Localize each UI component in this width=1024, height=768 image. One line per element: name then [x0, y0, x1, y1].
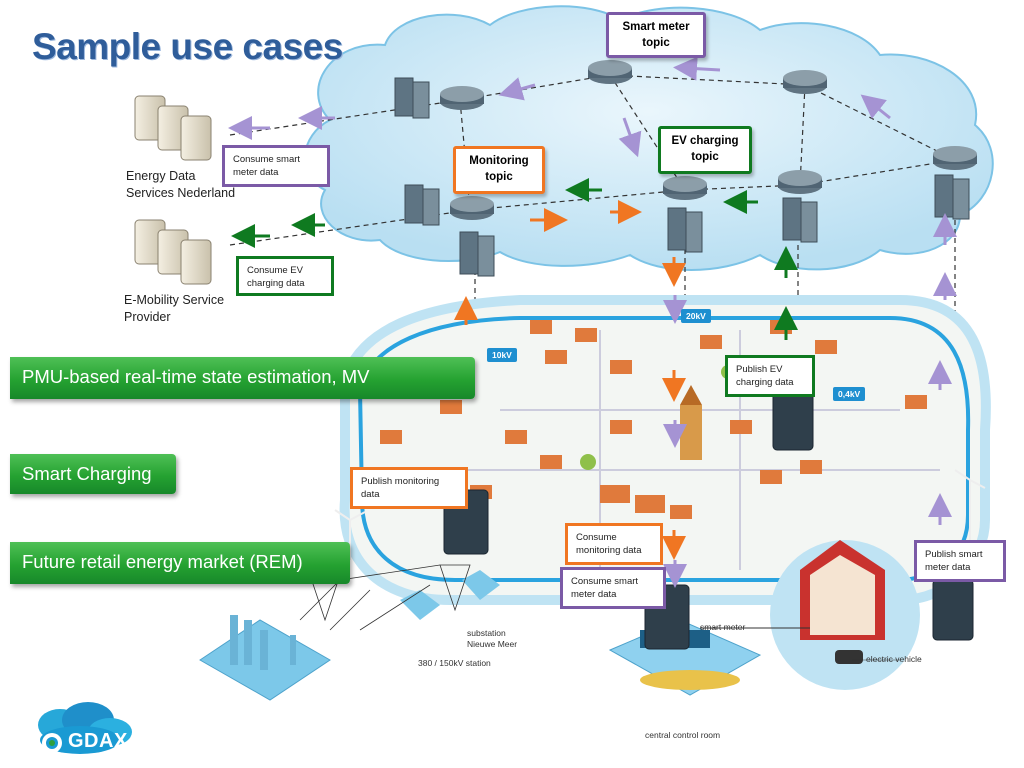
- router-nodes: [440, 60, 977, 220]
- voltage-tag-10kv: 10kV: [487, 348, 517, 362]
- use-case-future-retail-market: Future retail energy market (REM): [10, 542, 350, 584]
- consume-smart-meter-box-bottom: Consume smart meter data: [560, 567, 666, 609]
- emobility-servers: [134, 219, 212, 285]
- consume-smart-meter-top-line2: meter data: [233, 167, 279, 178]
- electric-vehicle-label: electric vehicle: [866, 654, 922, 664]
- gdax-logo: GDAX: [30, 700, 140, 760]
- ev-charging-topic-line1: EV charging: [671, 135, 739, 147]
- monitoring-flow-arrows: [454, 200, 686, 560]
- gdax-logo-graphic: [38, 702, 132, 754]
- control-room-label: central control room: [645, 730, 721, 740]
- publish-smart-meter-box: Publish smart meter data: [914, 540, 1006, 582]
- consume-ev-charging-line1: Consume EV: [247, 265, 303, 276]
- smart-meter-topic-line1: Smart meter: [622, 21, 690, 33]
- consume-smart-meter-bottom-line1: Consume smart: [571, 576, 639, 587]
- publish-smart-meter-line1: Publish smart: [925, 549, 983, 560]
- energy-data-label-line1: Energy Data: [126, 169, 196, 183]
- energy-data-label-line2: Services Nederland: [126, 186, 236, 200]
- consume-monitoring-box: Consume monitoring data: [565, 523, 663, 565]
- ev-charging-topic-line2: topic: [691, 151, 719, 163]
- publish-monitoring-line2: data: [361, 489, 380, 500]
- use-case-smart-charging: Smart Charging: [10, 454, 176, 494]
- ev-charging-flow-arrows: [231, 178, 798, 340]
- consume-ev-charging-box: Consume EV charging data: [236, 256, 334, 296]
- power-station-graphic: [199, 564, 500, 701]
- broker-racks: [394, 77, 970, 277]
- smart-meter-label: smart meter: [700, 622, 746, 632]
- station-label: 380 / 150kV station: [418, 658, 491, 668]
- publish-monitoring-line1: Publish monitoring: [361, 476, 440, 487]
- wind-turbines: [334, 469, 986, 560]
- substation-label-line2: Nieuwe Meer: [467, 639, 518, 649]
- use-case-pmu-state-estimation: PMU-based real-time state estimation, MV: [10, 357, 475, 399]
- voltage-tag-04kv: 0,4kV: [833, 387, 866, 401]
- monitoring-topic: Monitoring topic: [453, 146, 545, 194]
- publish-ev-charging-line1: Publish EV: [736, 364, 783, 375]
- emobility-label: E-Mobility Service Provider: [124, 292, 224, 326]
- smart-meter-topic: Smart meter topic: [606, 12, 706, 58]
- logo-text: GDAX: [68, 730, 128, 752]
- substation-label-line1: substation: [467, 628, 506, 638]
- consume-ev-charging-line2: charging data: [247, 278, 305, 289]
- smart-meter-flow-arrows: [228, 56, 957, 588]
- ev-charging-topic: EV charging topic: [658, 126, 752, 174]
- energy-data-label: Energy Data Services Nederland: [126, 168, 235, 202]
- city-map: [339, 295, 991, 605]
- home-ev-circle: [700, 540, 920, 690]
- voltage-tag-20kv: 20kV: [681, 309, 711, 323]
- slide-title: Sample use cases: [32, 26, 343, 67]
- emobility-label-line1: E-Mobility Service: [124, 293, 225, 307]
- consume-smart-meter-bottom-line2: meter data: [571, 589, 617, 600]
- smart-meter-topic-line2: topic: [642, 37, 670, 49]
- consume-smart-meter-top-line1: Consume smart: [233, 154, 301, 165]
- publish-monitoring-box: Publish monitoring data: [350, 467, 468, 509]
- monitoring-topic-line1: Monitoring: [469, 155, 529, 167]
- publish-ev-charging-line2: charging data: [736, 377, 794, 388]
- consume-monitoring-line2: monitoring data: [576, 545, 642, 556]
- consume-smart-meter-box-top: Consume smart meter data: [222, 145, 330, 187]
- monitoring-topic-line2: topic: [485, 171, 513, 183]
- publish-ev-charging-box: Publish EV charging data: [725, 355, 815, 397]
- emobility-label-line2: Provider: [124, 310, 171, 324]
- consume-monitoring-line1: Consume: [576, 532, 617, 543]
- substation-label: substation Nieuwe Meer: [467, 628, 517, 650]
- publish-smart-meter-line2: meter data: [925, 562, 971, 573]
- energy-data-servers: [134, 95, 212, 161]
